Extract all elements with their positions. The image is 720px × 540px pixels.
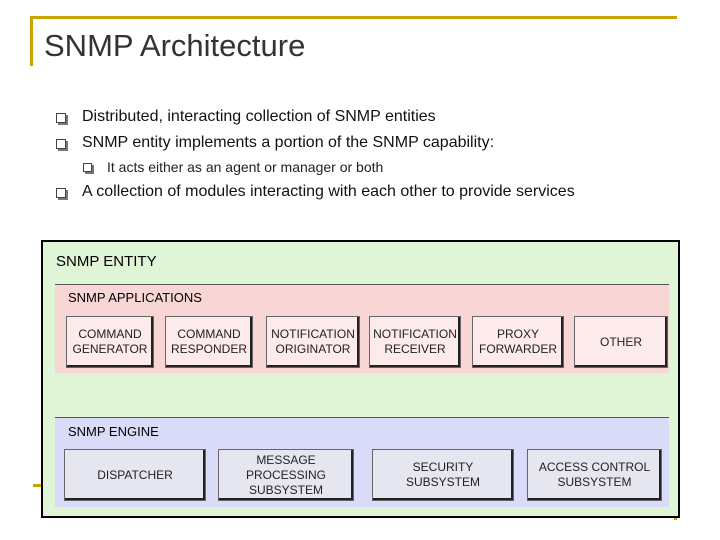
proxy-forwarder-module: PROXY FORWARDER (472, 316, 564, 368)
bullet-text: SNMP entity implements a portion of the … (82, 134, 495, 151)
title-rule-top (30, 16, 677, 19)
snmp-entity-label: SNMP ENTITY (56, 253, 157, 270)
bullet-item: Distributed, interacting collection of S… (56, 108, 436, 126)
square-bullet-icon (56, 113, 66, 123)
square-bullet-icon (56, 139, 66, 149)
snmp-applications-label: SNMP APPLICATIONS (68, 290, 202, 305)
other-module: OTHER (574, 316, 668, 368)
slide-title: SNMP Architecture (44, 28, 306, 63)
snmp-engine-label: SNMP ENGINE (68, 424, 159, 439)
title-rule-left (30, 16, 33, 66)
security-subsystem-module: SECURITY SUBSYSTEM (372, 449, 514, 501)
bullet-item: A collection of modules interacting with… (56, 183, 575, 201)
snmp-applications-panel (55, 284, 669, 373)
access-control-subsystem-module: ACCESS CONTROL SUBSYSTEM (527, 449, 662, 501)
command-responder-module: COMMAND RESPONDER (165, 316, 253, 368)
sub-bullet-item: It acts either as an agent or manager or… (83, 159, 384, 175)
notification-receiver-module: NOTIFICATION RECEIVER (369, 316, 461, 368)
bullet-text: A collection of modules interacting with… (82, 183, 575, 200)
command-generator-module: COMMAND GENERATOR (66, 316, 154, 368)
bullet-item: SNMP entity implements a portion of the … (56, 134, 495, 152)
bullet-text: Distributed, interacting collection of S… (82, 108, 436, 125)
notification-originator-module: NOTIFICATION ORIGINATOR (266, 316, 360, 368)
bullet-text: It acts either as an agent or manager or… (107, 159, 384, 175)
dispatcher-module: DISPATCHER (64, 449, 206, 501)
message-processing-subsystem-module: MESSAGE PROCESSING SUBSYSTEM (218, 449, 354, 501)
square-bullet-icon (83, 163, 92, 172)
square-bullet-icon (56, 188, 66, 198)
